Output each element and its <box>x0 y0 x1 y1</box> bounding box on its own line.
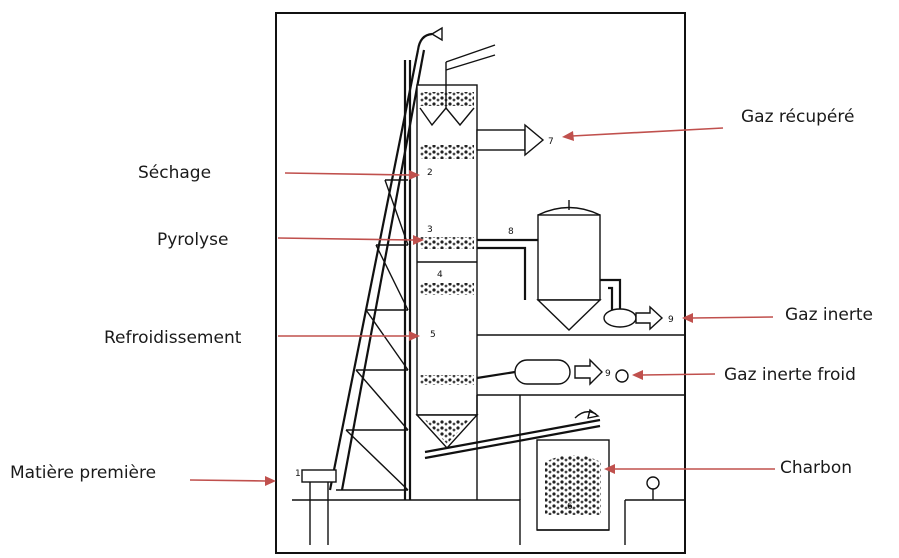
label-sechage: Séchage <box>138 163 211 183</box>
arrow-gaz-inerte <box>691 316 774 319</box>
zone-number-4: 4 <box>437 270 443 280</box>
arrow-sechage <box>284 172 411 176</box>
arrow-sechage-head <box>409 170 420 180</box>
main-column <box>415 44 496 450</box>
charcoal-bin <box>536 439 610 531</box>
zone-number-9-inert: 9 <box>668 315 674 325</box>
diagram-frame <box>275 12 686 554</box>
arrow-matiere-premiere <box>189 479 267 482</box>
arrow-gaz-inerte-head <box>682 313 693 323</box>
label-charbon: Charbon <box>780 458 852 478</box>
zone-number-7: 7 <box>548 137 554 147</box>
annotation-arrows <box>189 127 775 486</box>
arrow-refroidissement-head <box>409 331 420 341</box>
label-gaz-inerte: Gaz inerte <box>785 305 873 325</box>
zone-number-3: 3 <box>427 225 433 235</box>
label-pyrolyse: Pyrolyse <box>157 230 228 250</box>
base-structure <box>292 395 685 545</box>
zone-number-2: 2 <box>427 168 433 178</box>
zone-number-9-cold: 9 <box>605 369 611 379</box>
zone-number-1: 1 <box>295 469 301 479</box>
charcoal-chute <box>424 408 601 460</box>
arrow-charbon-head <box>604 464 615 474</box>
outlet-7 <box>476 123 545 157</box>
arrow-gaz-recupere-head <box>562 131 574 141</box>
zone-number-6: 6 <box>567 502 573 512</box>
arrow-matiere-premiere-head <box>265 476 276 486</box>
label-matiere-premiere: Matière première <box>10 463 156 483</box>
arrow-gaz-inerte-froid <box>641 373 716 376</box>
zone-number-8: 8 <box>508 227 514 237</box>
arrow-gaz-recupere <box>571 127 724 137</box>
zone-number-5: 5 <box>430 330 436 340</box>
arrow-gaz-inerte-froid-head <box>632 370 643 380</box>
gas-separator <box>477 200 637 331</box>
arrow-pyrolyse-head <box>413 235 424 245</box>
arrow-pyrolyse <box>277 237 415 241</box>
label-refroidissement: Refroidissement <box>104 328 242 348</box>
label-gaz-recupere: Gaz récupéré <box>741 107 854 127</box>
conveyor-ladder <box>328 26 443 500</box>
inlet-9-arrow <box>635 305 664 331</box>
cooling-gas-loop <box>476 334 685 396</box>
label-gaz-inerte-froid: Gaz inerte froid <box>724 365 856 385</box>
